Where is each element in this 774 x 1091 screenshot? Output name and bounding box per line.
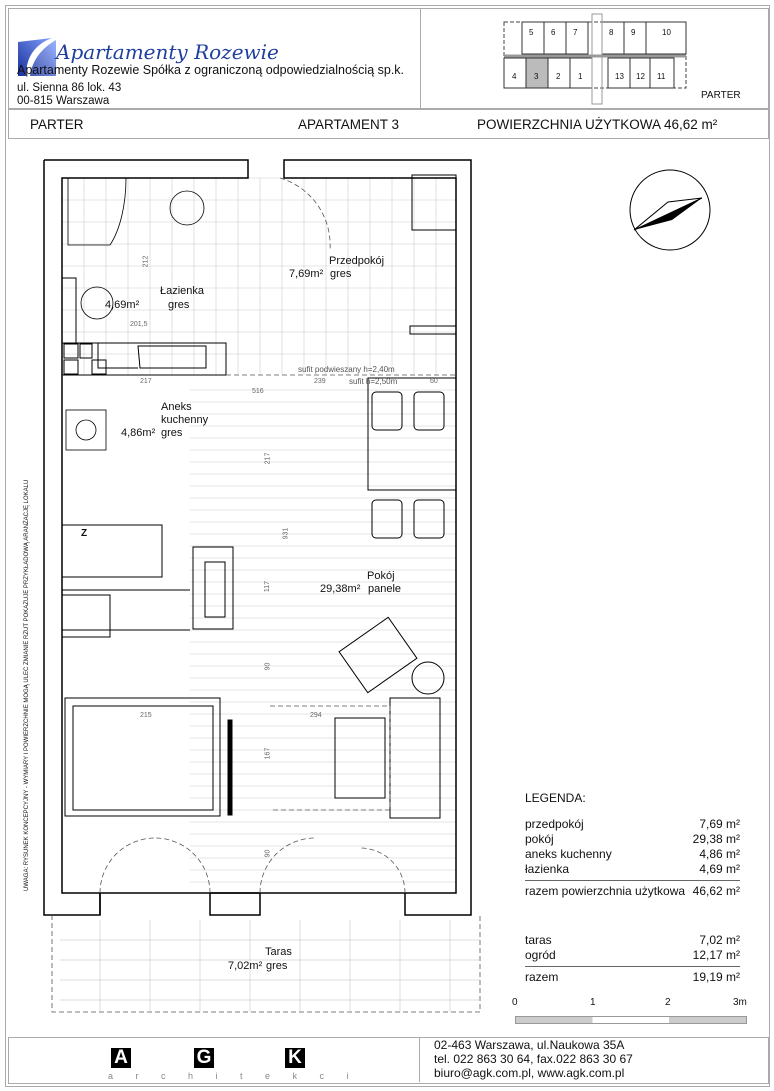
- scale-label: 1: [590, 997, 596, 1008]
- room-finish-aneks: gres: [161, 427, 183, 439]
- key-plan: 5 6 7 8 9 10 4 3 2 1 13 12 11: [496, 12, 696, 107]
- room-label-pokoj: Pokój: [367, 570, 395, 582]
- floor-label: PARTER: [30, 117, 84, 132]
- footer-divider: [419, 1037, 420, 1082]
- scale-label: 3m: [733, 997, 747, 1008]
- keyplan-unit: 7: [573, 28, 578, 37]
- keyplan-unit: 8: [609, 28, 614, 37]
- ceiling-note: sufit h=2,50m: [349, 377, 398, 386]
- scale-bar: [515, 1016, 747, 1024]
- keyplan-floor-label: PARTER: [701, 90, 741, 101]
- room-finish-pokoj: panele: [368, 583, 402, 595]
- dimension: 201,5: [130, 321, 148, 328]
- header-divider: [420, 8, 421, 108]
- dimension: 215: [140, 712, 152, 719]
- logo-swoosh-icon: [18, 38, 56, 76]
- room-label-taras: Taras: [265, 946, 292, 958]
- apartment-label: APARTAMENT 3: [298, 117, 400, 132]
- keyplan-unit: 6: [551, 28, 556, 37]
- ceiling-note-suspended: sufit podwieszany h=2,40m: [298, 365, 395, 374]
- legend-title: LEGENDA:: [525, 791, 586, 805]
- dimension: 167: [264, 747, 272, 760]
- room-label-lazienka: Łazienka: [160, 285, 205, 297]
- keyplan-unit: 2: [556, 72, 561, 81]
- sheet-border: [5, 5, 770, 1087]
- room-area-przedpokoj: 7,69m²: [289, 268, 324, 280]
- brand-logo: [16, 36, 56, 83]
- footer-phone: tel. 022 863 30 64, fax.022 863 30 67: [434, 1052, 633, 1066]
- room-label-aneks: Aneks kuchenny: [161, 401, 209, 426]
- footer-box: [8, 1037, 769, 1084]
- footer-web: biuro@agk.com.pl, www.agk.com.pl: [434, 1066, 625, 1080]
- keyplan-unit: 4: [512, 72, 517, 81]
- header-box: [8, 8, 769, 110]
- keyplan-unit: 9: [631, 28, 636, 37]
- room-finish-taras: gres: [266, 960, 288, 972]
- dimension: 117: [264, 580, 272, 593]
- fridge-mark: Z: [81, 528, 88, 539]
- dimension: 516: [252, 388, 264, 395]
- address-line2: 00-815 Warszawa: [17, 95, 110, 107]
- usable-area-label: POWIERZCHNIA UŻYTKOWA 46,62 m²: [477, 117, 718, 132]
- room-finish-lazienka: gres: [168, 299, 190, 311]
- dimension: 90: [264, 849, 272, 858]
- north-arrow-icon: [629, 169, 711, 251]
- keyplan-unit: 12: [636, 72, 645, 81]
- dimension: 60: [430, 378, 438, 385]
- dimension: 90: [264, 662, 272, 671]
- logo-subtitle: a r c h i t e k c i: [108, 1071, 359, 1081]
- scale-label: 0: [512, 997, 518, 1008]
- room-area-aneks: 4,86m²: [121, 427, 156, 439]
- keyplan-unit: 1: [578, 72, 583, 81]
- keyplan-unit-selected: 3: [534, 72, 539, 81]
- room-finish-przedpokoj: gres: [330, 268, 352, 280]
- logo-letter: A: [111, 1048, 131, 1068]
- company-name: Apartamenty Rozewie Spółka z ograniczoną…: [17, 63, 405, 77]
- logo-letter: K: [285, 1048, 305, 1068]
- logo-letter: G: [194, 1048, 214, 1068]
- floor-plan-drawing: [43, 159, 481, 1013]
- room-label-przedpokoj: Przedpokój: [329, 255, 385, 267]
- title-row: [8, 108, 769, 139]
- room-area-lazienka: 4,69m²: [105, 299, 140, 311]
- dimension: 217: [140, 378, 152, 385]
- brand-name: Apartamenty Rozewie: [56, 40, 279, 64]
- scale-label: 2: [665, 997, 671, 1008]
- footer-address: 02-463 Warszawa, ul.Naukowa 35A: [434, 1038, 625, 1052]
- address-line1: ul. Sienna 86 lok. 43: [17, 82, 122, 94]
- dimension: 239: [314, 378, 326, 385]
- room-area-taras: 7,02m²: [228, 960, 263, 972]
- keyplan-unit: 5: [529, 28, 534, 37]
- dimension: 294: [310, 712, 322, 719]
- dimension: 212: [142, 255, 150, 268]
- keyplan-unit: 11: [657, 72, 666, 81]
- room-area-pokoj: 29,38m²: [320, 583, 361, 595]
- dimension: 217: [264, 452, 272, 465]
- dimension: 931: [282, 527, 290, 540]
- keyplan-unit: 13: [615, 72, 624, 81]
- keyplan-unit: 10: [662, 28, 671, 37]
